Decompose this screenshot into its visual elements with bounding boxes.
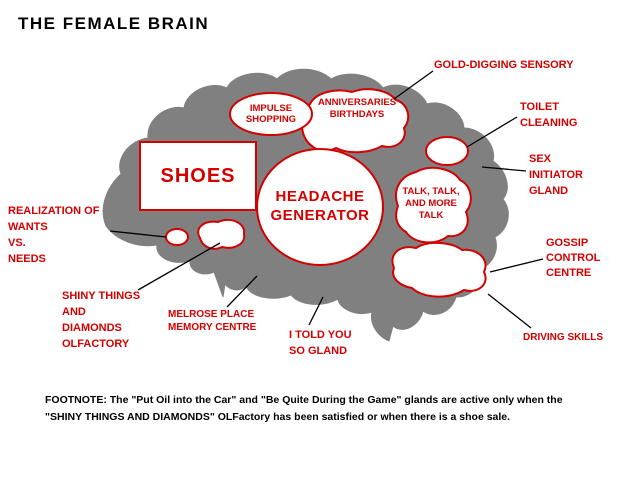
region-realization-shape <box>165 228 189 246</box>
region-talk-shape <box>395 166 472 244</box>
region-line: AND MORE <box>405 198 457 209</box>
callout-line: SO GLAND <box>289 345 348 357</box>
region-line: GENERATOR <box>270 207 370 224</box>
callout-line: WANTS <box>8 221 48 233</box>
region-label-anniversaries: ANNIVERSARIES BIRTHDAYS <box>309 97 405 121</box>
connector-sex-initiator <box>481 166 527 172</box>
callout-line: MELROSE PLACE <box>168 309 255 320</box>
callout-line: GLAND <box>529 185 569 197</box>
connector-gold-digging <box>393 70 434 100</box>
connector-driving-skills <box>487 293 532 329</box>
callout-i-told-you-so: I TOLD YOU SO GLAND <box>289 327 352 359</box>
region-toilet-cleaning-shape <box>425 136 469 166</box>
callout-line: I TOLD YOU <box>289 329 352 341</box>
region-anniversaries-shape <box>301 88 410 154</box>
connector-i-told-you <box>308 296 324 326</box>
callout-line: CLEANING <box>520 117 578 129</box>
region-shoes-shape <box>139 141 257 211</box>
callout-line: GOLD-DIGGING SENSORY <box>434 59 574 71</box>
callout-line: OLFACTORY <box>62 338 130 350</box>
connector-toilet-cleaning <box>466 116 518 148</box>
callout-line: DIAMONDS <box>62 322 122 334</box>
region-line: ANNIVERSARIES <box>317 97 397 108</box>
connector-melrose <box>226 275 258 308</box>
callout-melrose-place-memory: MELROSE PLACE MEMORY CENTRE <box>168 308 256 334</box>
region-label-impulse-shopping: IMPULSE SHOPPING <box>231 103 311 125</box>
region-headache-generator-shape <box>256 148 384 266</box>
callout-gold-digging-sensory: GOLD-DIGGING SENSORY <box>434 58 574 73</box>
footnote-line: FOOTNOTE: The "Put Oil into the Car" and… <box>45 394 563 406</box>
region-label-headache-generator: HEADACHE GENERATOR <box>256 187 384 225</box>
callout-driving-skills: DRIVING SKILLS <box>523 330 603 345</box>
region-line: IMPULSE <box>249 103 293 114</box>
region-line: SHOPPING <box>245 114 297 125</box>
connector-gossip-control <box>489 258 544 273</box>
callout-line: INITIATOR <box>529 169 583 181</box>
callout-realization-wants-needs: REALIZATION OF WANTS VS. NEEDS <box>8 203 99 267</box>
connector-realization <box>109 230 167 238</box>
region-gossip-shape <box>391 242 487 298</box>
callout-line: REALIZATION OF <box>8 205 100 217</box>
callout-line: CENTRE <box>546 267 592 279</box>
page-title: THE FEMALE BRAIN <box>18 14 210 33</box>
callout-gossip-control-centre: GOSSIP CONTROL CENTRE <box>546 236 600 281</box>
callout-line: SEX <box>529 153 552 165</box>
connector-shiny-things <box>137 242 221 291</box>
callout-toilet-cleaning: TOILET CLEANING <box>520 99 577 131</box>
callout-line: CONTROL <box>546 252 601 264</box>
region-label-shoes: SHOES <box>140 142 256 210</box>
callout-shiny-things-diamonds: SHINY THINGS AND DIAMONDS OLFACTORY <box>62 288 140 352</box>
callout-line: SHINY THINGS <box>62 290 141 302</box>
region-label-talk: TALK, TALK, AND MORE TALK <box>394 186 468 222</box>
footnote-line: "SHINY THINGS AND DIAMONDS" OLFactory ha… <box>45 411 511 423</box>
callout-sex-initiator-gland: SEX INITIATOR GLAND <box>529 151 583 199</box>
callout-line: AND <box>62 306 86 318</box>
footnote: FOOTNOTE: The "Put Oil into the Car" and… <box>45 392 563 426</box>
region-line: HEADACHE <box>275 188 365 205</box>
callout-line: TOILET <box>520 101 559 113</box>
callout-line: DRIVING SKILLS <box>523 332 604 343</box>
region-shiny-things-shape <box>197 218 246 250</box>
region-line: BIRTHDAYS <box>329 109 385 120</box>
region-impulse-shopping-shape <box>229 92 313 136</box>
callout-line: NEEDS <box>8 253 46 265</box>
region-line: TALK <box>418 210 444 221</box>
region-line: TALK, TALK, <box>402 186 460 197</box>
callout-line: MEMORY CENTRE <box>168 322 257 333</box>
callout-line: VS. <box>8 237 26 249</box>
callout-line: GOSSIP <box>546 237 589 249</box>
region-line: SHOES <box>160 164 236 187</box>
